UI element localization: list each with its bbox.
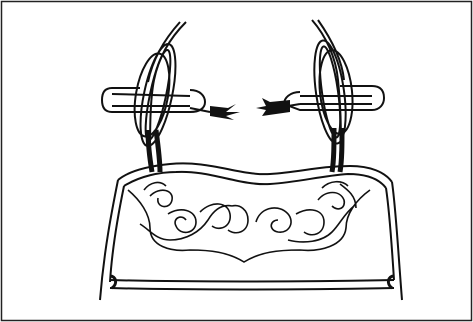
right-thread-loop — [284, 20, 384, 172]
left-thread-loop — [102, 22, 210, 172]
right-thread-tassel — [256, 98, 290, 116]
ornamental-scroll-pattern — [128, 182, 370, 262]
left-thread-tassel — [210, 104, 240, 120]
pouch-outline — [100, 163, 402, 300]
